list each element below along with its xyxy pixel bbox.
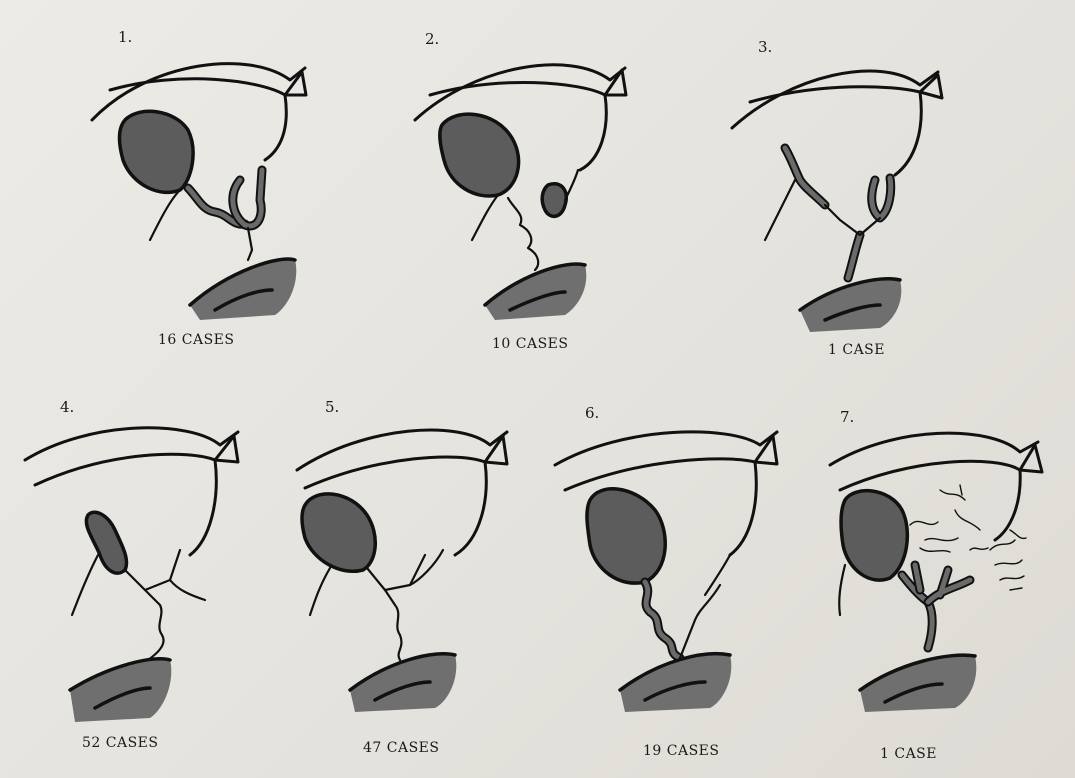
panel-4: 4. 52 CASES [20,390,280,760]
anatomy-figure [400,20,660,360]
gallbladder [440,114,519,196]
anatomy-figure [810,390,1070,760]
duct-network-a [125,550,180,590]
liver-lower-edge [750,87,921,175]
liver-upper-edge [297,430,507,470]
liver-upper-edge [415,65,625,120]
anatomy-figure [720,20,980,360]
case-count: 1 CASE [828,342,885,358]
tortuous-cystic-duct [645,582,680,658]
common-duct [248,228,252,260]
panel-2: 2. 10 CASES [400,20,660,390]
gallbladder [841,491,907,580]
gb-outline [839,565,845,615]
panel-7: 7. 1 CASE [810,390,1070,760]
panel-6: 6. 19 CASES [545,390,805,760]
duct-network-c [170,580,205,600]
duct-network-b [145,590,164,660]
gallbladder [119,111,193,192]
duct-network-a [367,555,425,590]
anatomy-figure [285,390,545,760]
gallbladder [587,489,665,583]
gb-outline [72,555,98,615]
case-count: 52 CASES [82,735,159,751]
anatomy-figure [80,20,340,360]
liver-upper-edge [830,433,1038,465]
duct-scribbles [910,485,988,552]
anatomy-figure [20,390,280,760]
cystic-outline [150,190,180,240]
hepatic-branch [565,170,578,200]
case-count: 10 CASES [492,336,569,352]
liver-lower-edge [35,454,216,555]
anatomy-figure [545,390,805,760]
liver-upper-edge [25,428,238,460]
panel-3: 3. 1 CASE [720,20,980,390]
gallbladder [302,494,375,571]
duodenum [70,659,171,722]
accessory-sac [542,184,566,217]
cystic-outline [472,195,498,240]
duct-network-c [410,550,443,585]
case-count: 16 CASES [158,332,235,348]
case-count: 1 CASE [880,746,937,762]
panel-1: 1. 16 CASES [80,20,340,390]
liver-upper-edge [92,64,305,120]
septate-gallbladder-fill [785,148,825,205]
gb-outline [765,180,795,240]
case-count: 19 CASES [643,743,720,759]
duodenum [190,259,296,320]
tortuous-duct [508,198,538,270]
panel-5: 5. 47 CASES [285,390,545,760]
case-count: 47 CASES [363,740,440,756]
duct-network-b [385,590,401,660]
common-duct [680,585,720,658]
gb-outline [310,568,330,615]
